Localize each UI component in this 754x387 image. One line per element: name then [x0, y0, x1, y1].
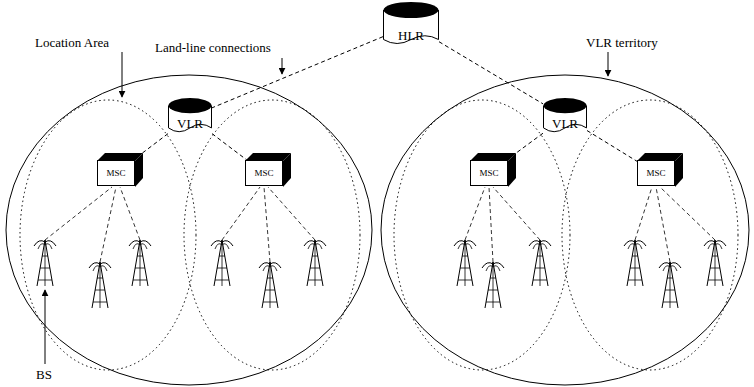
- register-database: VLR: [543, 98, 587, 136]
- switching-center: MSC: [470, 160, 508, 186]
- callout-label: Location Area: [35, 35, 109, 50]
- node-label: VLR: [177, 117, 203, 131]
- node-label: MSC: [646, 168, 665, 178]
- node-label: HLR: [398, 29, 424, 43]
- land-line-connection: [587, 131, 637, 162]
- callout-label: VLR territory: [586, 35, 658, 50]
- callout-label: BS: [36, 367, 52, 382]
- land-line-connection: [439, 42, 543, 104]
- node-label: MSC: [106, 168, 125, 178]
- land-line-connection: [212, 134, 247, 160]
- node-label: MSC: [254, 168, 273, 178]
- switching-center: MSC: [637, 160, 675, 186]
- node-label: MSC: [479, 168, 498, 178]
- register-database: HLR: [383, 2, 439, 48]
- switching-center: MSC: [97, 160, 135, 186]
- register-database: VLR: [168, 98, 212, 136]
- callout-label: Land-line connections: [155, 40, 271, 55]
- node-label: VLR: [552, 117, 578, 131]
- switching-center: MSC: [245, 160, 283, 186]
